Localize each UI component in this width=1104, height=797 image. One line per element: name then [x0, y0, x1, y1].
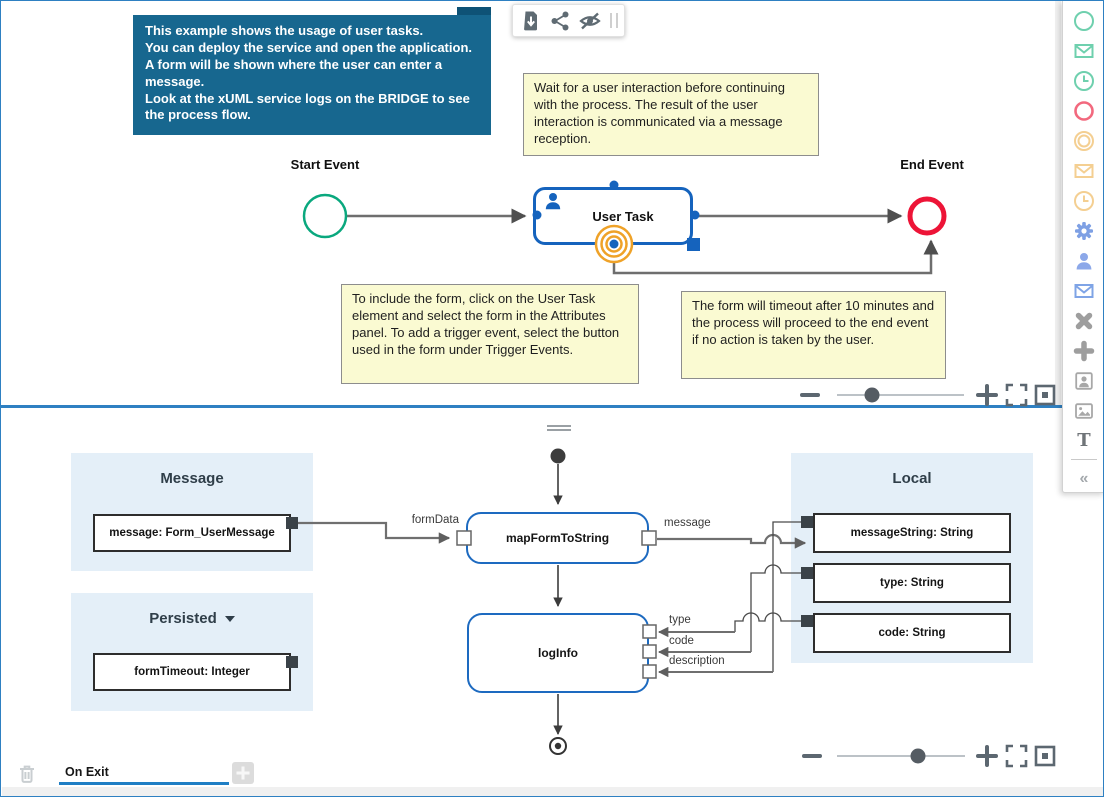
fullscreen-button[interactable]	[1005, 383, 1028, 407]
fit-view-button[interactable]	[1034, 384, 1056, 406]
end-event-label: End Event	[900, 157, 964, 172]
exclusive-gateway-icon[interactable]	[1071, 309, 1097, 332]
send-task-icon[interactable]	[1071, 279, 1097, 302]
wire-label-code: code	[669, 635, 694, 647]
zoom-slider-handle[interactable]	[910, 748, 926, 764]
toolbar-drag-handle[interactable]	[610, 13, 618, 28]
user-task-person-icon	[545, 193, 561, 210]
end-event-icon[interactable]	[1071, 99, 1097, 122]
log-info-node[interactable]: logInfo	[467, 613, 649, 693]
timer-intermediate-event-icon[interactable]	[1071, 189, 1097, 212]
collapse-palette-icon[interactable]: «	[1079, 469, 1089, 487]
sequence-flow-boundary-to-end	[612, 239, 939, 275]
note-wait-interaction[interactable]: Wait for a user interaction before conti…	[523, 73, 819, 156]
variable-formtimeout[interactable]: formTimeout: Integer	[93, 653, 291, 691]
map-form-to-string-node[interactable]: mapFormToString	[466, 512, 649, 564]
wire-message	[657, 533, 807, 549]
initial-node[interactable]	[550, 448, 566, 464]
user-task-label: User Task	[592, 208, 654, 224]
tab-active-underline	[59, 782, 229, 785]
share-icon[interactable]	[549, 8, 573, 34]
element-toolbar	[512, 4, 625, 37]
service-task-icon[interactable]	[1071, 219, 1097, 242]
wire-label-formdata: formData	[411, 514, 459, 526]
zoom-slider-handle[interactable]	[864, 387, 880, 403]
palette-divider	[1071, 459, 1097, 460]
wire-label-message: message	[664, 517, 711, 529]
splitter-handle[interactable]	[547, 425, 571, 433]
add-tab-button[interactable]	[232, 762, 254, 784]
tab-on-exit[interactable]: On Exit	[65, 765, 109, 779]
variable-code[interactable]: code: String	[813, 613, 1011, 653]
info-line: This example shows the usage of user tas…	[145, 23, 424, 38]
image-icon[interactable]	[1071, 399, 1097, 422]
zoom-in-button[interactable]	[976, 384, 998, 406]
note-text: The form will timeout after 10 minutes a…	[692, 298, 935, 347]
variable-type[interactable]: type: String	[813, 563, 1011, 603]
start-event-label: Start Event	[290, 157, 360, 172]
variable-message[interactable]: message: Form_UserMessage	[93, 514, 291, 552]
scrollbar-track[interactable]	[1055, 1, 1061, 405]
variable-messagestring[interactable]: messageString: String	[813, 513, 1011, 553]
end-event[interactable]	[907, 196, 947, 236]
delete-icon[interactable]	[16, 762, 38, 784]
parallel-gateway-icon[interactable]	[1071, 339, 1097, 362]
fullscreen-button[interactable]	[1005, 744, 1028, 768]
section-local-title: Local	[892, 470, 932, 487]
bottom-zoom-controls	[802, 744, 1056, 768]
intermediate-event-icon[interactable]	[1071, 129, 1097, 152]
note-include-form[interactable]: To include the form, click on the User T…	[341, 284, 639, 384]
section-persisted: Persisted	[71, 593, 313, 711]
info-line: You can deploy the service and open the …	[145, 39, 472, 89]
palette-sidebar: T «	[1062, 1, 1103, 493]
fit-view-button[interactable]	[1034, 745, 1056, 767]
chevron-down-icon	[224, 616, 235, 623]
start-event-icon[interactable]	[1071, 9, 1097, 32]
section-message: Message	[71, 453, 313, 571]
wire-label-description: description	[669, 655, 725, 667]
message-start-event-icon[interactable]	[1071, 39, 1097, 62]
wire-label-type: type	[669, 614, 691, 626]
section-persisted-title[interactable]: Persisted	[71, 593, 313, 627]
info-annotation[interactable]: This example shows the usage of user tas…	[133, 15, 491, 135]
zoom-in-button[interactable]	[976, 745, 998, 767]
note-timeout[interactable]: The form will timeout after 10 minutes a…	[681, 291, 946, 379]
text-annotation-icon[interactable]: T	[1077, 430, 1091, 451]
panel-divider	[1, 405, 1103, 408]
info-line: Look at the xUML service logs on the BRI…	[145, 90, 470, 123]
download-icon[interactable]	[519, 8, 543, 34]
start-event[interactable]	[302, 193, 348, 239]
status-strip	[2, 787, 1103, 796]
final-node[interactable]	[549, 737, 567, 755]
section-message-title: Message	[160, 470, 224, 487]
hide-icon[interactable]	[578, 8, 602, 34]
note-text: To include the form, click on the User T…	[352, 291, 620, 357]
participant-icon[interactable]	[1071, 369, 1097, 392]
top-zoom-controls	[800, 383, 1056, 407]
note-text: Wait for a user interaction before conti…	[534, 80, 785, 146]
user-task-palette-icon[interactable]	[1071, 249, 1097, 272]
message-intermediate-event-icon[interactable]	[1071, 159, 1097, 182]
timer-start-event-icon[interactable]	[1071, 69, 1097, 92]
